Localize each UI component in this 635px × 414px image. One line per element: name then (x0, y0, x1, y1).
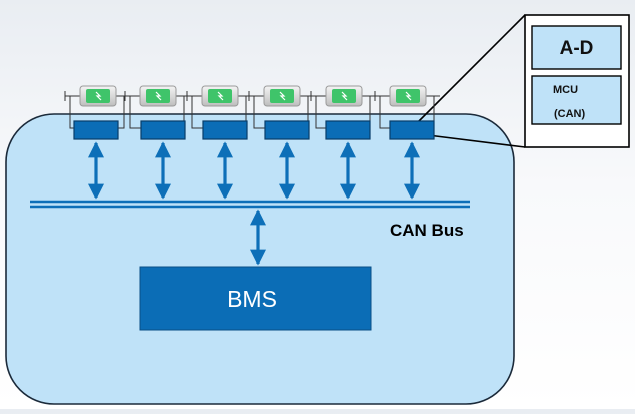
mcu-module-5 (325, 120, 371, 140)
mcu-detail-inset: A-D MCU (CAN) (524, 14, 630, 148)
cell-4-bolt-icon (279, 91, 286, 101)
can-label: (CAN) (554, 108, 585, 120)
mcu-module-2 (140, 120, 186, 140)
ad-converter-label: A-D (560, 38, 594, 59)
cell-tap-left (315, 96, 328, 129)
cell-1-bolt-icon (95, 91, 102, 101)
cell-string (64, 85, 440, 129)
cell-5-bolt-icon (341, 91, 348, 101)
cell-tap-left (379, 96, 392, 129)
mcu-module-6 (389, 120, 435, 140)
mcu-module-3 (202, 120, 248, 140)
zoom-line-top (413, 14, 526, 127)
cell-tap-left (191, 96, 205, 129)
mcu-module-1 (73, 120, 119, 140)
cell-6-bolt-icon (405, 91, 412, 101)
cell-3-bolt-icon (217, 91, 224, 101)
cell-2-bolt-icon (155, 91, 162, 101)
zoom-line-bottom (427, 134, 526, 148)
bms-block (139, 266, 372, 331)
cell-tap-left (129, 96, 143, 129)
bms-label: BMS (227, 286, 277, 312)
ad-converter-block (531, 25, 622, 70)
mcu-can-block (531, 75, 622, 125)
cell-tap-right (116, 96, 125, 129)
mcu-module-4 (264, 120, 310, 140)
monitoring-modules (73, 120, 435, 200)
mcu-label: MCU (553, 84, 578, 96)
battery-pack-enclosure (5, 113, 515, 405)
can-bus-label: CAN Bus (390, 221, 464, 240)
cell-tap-left (253, 96, 267, 129)
